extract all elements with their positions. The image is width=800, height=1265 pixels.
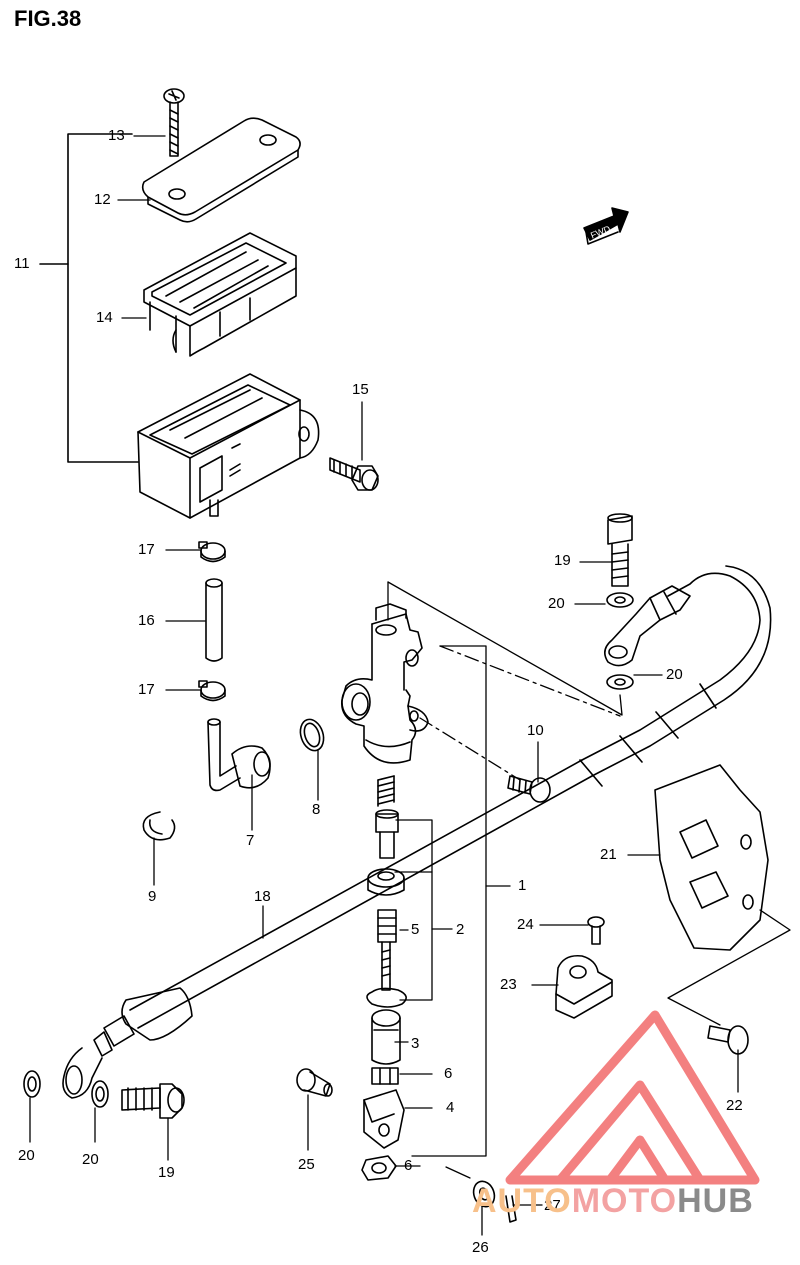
part-push-rod [377,909,397,991]
callout-16: 16 [138,612,155,629]
part-spring [377,775,395,807]
watermark-hub: HUB [677,1182,754,1220]
callout-8: 8 [312,801,321,818]
callout-6-upper: 6 [444,1065,453,1082]
part-13-screw [163,88,185,157]
callout-27: 27 [544,1197,561,1214]
part-15-bolt [329,457,379,491]
callout-12: 12 [94,191,111,208]
leader-lines [29,135,791,1236]
part-6-nut-lower [361,1155,397,1181]
callout-7: 7 [246,832,255,849]
part-5-piston [375,809,399,859]
callout-22: 22 [726,1097,743,1114]
callout-20-lower-b: 20 [82,1151,99,1168]
part-7-elbow [207,718,271,792]
callout-2: 2 [456,921,465,938]
part-23-clamp [555,954,613,1019]
part-24-screw [587,916,605,945]
part-6-nut-upper [371,1067,399,1085]
watermark-moto: MOTO [571,1182,678,1220]
callout-14: 14 [96,309,113,326]
callout-5: 5 [411,921,420,938]
part-20-washer-a [606,592,634,608]
callout-10: 10 [527,722,544,739]
part-20-washer-b [606,674,634,690]
callout-4: 4 [446,1099,455,1116]
part-18-hose [62,565,772,1099]
callout-19-upper: 19 [554,552,571,569]
part-14-diaphragm [143,232,297,357]
callout-19-lower: 19 [158,1164,175,1181]
fwd-arrow-icon [583,207,629,245]
part-22-bolt [707,1025,749,1055]
part-25-pin [296,1068,333,1097]
part-4-clevis [363,1089,405,1149]
callout-15: 15 [352,381,369,398]
part-8-oring [299,718,325,752]
callout-23: 23 [500,976,517,993]
watermark-logo [505,1010,760,1185]
callout-20-lower-a: 20 [18,1147,35,1164]
callout-3: 3 [411,1035,420,1052]
callout-24: 24 [517,916,534,933]
callout-13: 13 [108,127,125,144]
callout-25: 25 [298,1156,315,1173]
part-10-bolt [507,775,551,803]
callout-21: 21 [600,846,617,863]
callout-6-lower: 6 [404,1157,413,1174]
callout-18: 18 [254,888,271,905]
part-19-banjo-bolt-lower [121,1083,185,1119]
callout-20-upper-b: 20 [666,666,683,683]
part-9-circlip [142,811,176,841]
part-17-clamp-lower [198,680,226,702]
callout-17-upper: 17 [138,541,155,558]
part-circlip [366,987,407,1008]
figure-title: FIG.38 [14,6,82,31]
part-21-guard [654,764,769,951]
part-26-washer [472,1180,496,1208]
part-27-cotter-pin [505,1195,517,1223]
part-20-washer-d [91,1080,109,1108]
upper-banjo-fitting [604,585,691,667]
callout-26: 26 [472,1239,489,1256]
callout-20-upper-a: 20 [548,595,565,612]
part-16-hose [205,578,223,662]
part-12-plate [141,117,301,223]
part-11-reservoir [137,373,320,519]
part-20-washer-c [23,1070,41,1098]
part-1-master-cylinder [340,603,429,764]
callout-11: 11 [14,255,30,272]
callout-17-lower: 17 [138,681,155,698]
callout-1: 1 [518,877,527,894]
part-19-banjo-bolt-upper [607,513,633,587]
part-17-clamp-upper [198,541,226,563]
watermark-text: AUTOMOTOHUB [472,1182,754,1221]
callout-9: 9 [148,888,157,905]
bracket-11 [67,133,139,463]
watermark-auto: AUTO [472,1182,572,1220]
part-3-boot [371,1009,401,1065]
